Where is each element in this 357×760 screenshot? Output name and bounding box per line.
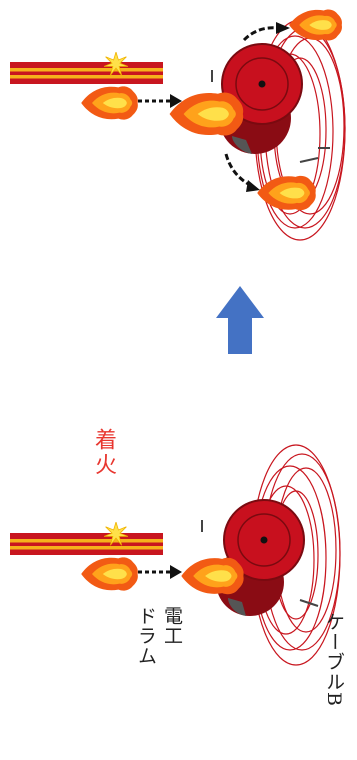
drum-label-line2: ドラム bbox=[136, 606, 155, 666]
flame-icon bbox=[181, 558, 243, 594]
ignition-label: 着火 bbox=[92, 428, 114, 478]
wire-bottom bbox=[10, 533, 163, 555]
arrow-up-icon bbox=[216, 286, 264, 354]
flame-icon bbox=[81, 557, 138, 590]
flame-icon bbox=[170, 92, 244, 135]
spread-arrow-up bbox=[244, 22, 290, 40]
wire-top bbox=[10, 62, 163, 84]
drum-label-line1: 電工 bbox=[162, 606, 181, 646]
cable-drum-icon bbox=[202, 445, 340, 665]
flame-travel-arrow bbox=[138, 94, 182, 108]
flame-icon bbox=[81, 86, 138, 119]
spread-arrow-down bbox=[226, 154, 260, 192]
cable-label: ケーブルB bbox=[324, 612, 343, 707]
flame-travel-arrow bbox=[138, 565, 182, 579]
